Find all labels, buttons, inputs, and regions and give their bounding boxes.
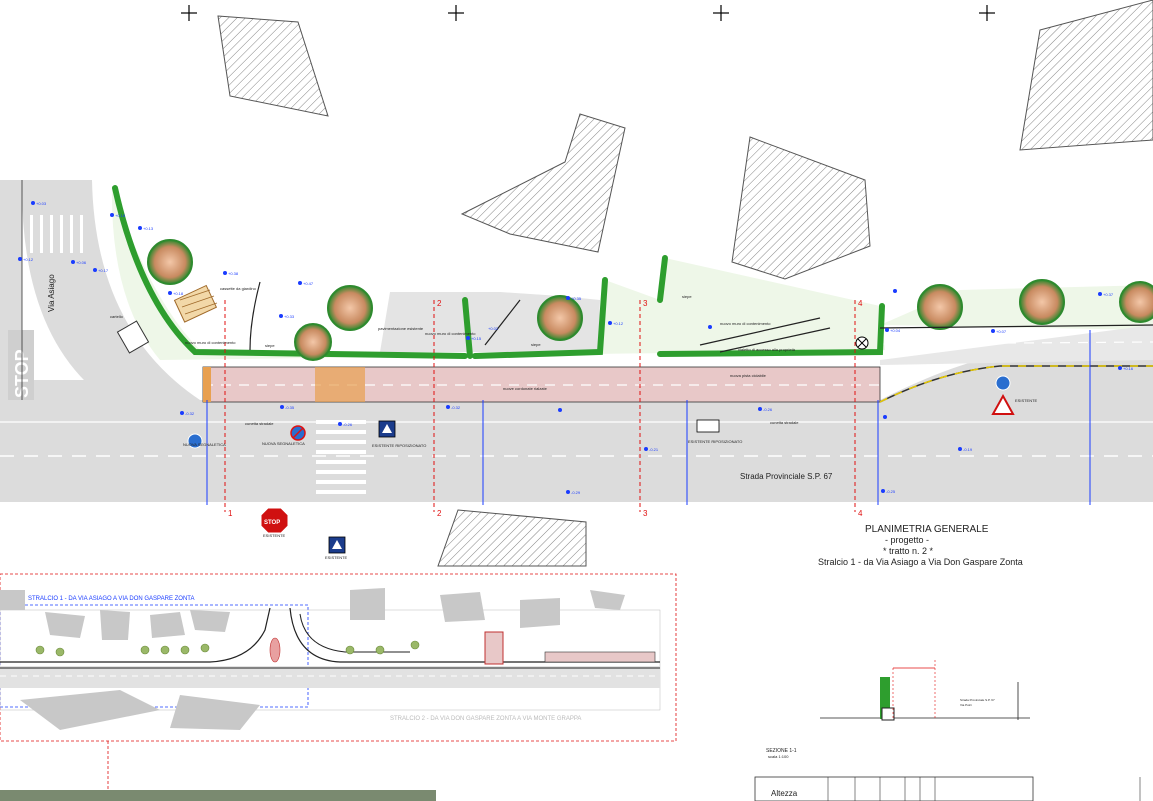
section-label-4-top: 4 (858, 299, 863, 308)
label-nuovo-muro-1: nuovo muro di contenimento (425, 331, 476, 336)
title-sub2: * tratto n. 2 * (883, 546, 934, 556)
svg-text:+0.07: +0.07 (996, 329, 1007, 334)
svg-text:+0.18: +0.18 (173, 291, 184, 296)
traffic-signs (187, 336, 1015, 554)
title-block: PLANIMETRIA GENERALE - progetto - * trat… (818, 524, 1023, 567)
label-esistente-stop: ESISTENTE (263, 533, 286, 538)
section-view-title: SEZIONE 1-1 (766, 748, 797, 754)
keyplan-stralcio2: STRALCIO 2 - DA VIA DON GASPARE ZONTA A … (390, 716, 581, 722)
label-siepe-2: siepe (531, 342, 541, 347)
label-cartello: cartello (110, 314, 124, 319)
svg-text:+0.38: +0.38 (228, 271, 239, 276)
svg-text:-0.26: -0.26 (343, 422, 353, 427)
section-view (754, 660, 1141, 801)
svg-text:-0.32: -0.32 (451, 405, 461, 410)
title-sub1: - progetto - (885, 535, 929, 545)
road-label-asiago: Via Asiago (47, 274, 56, 312)
label-nuova-pista: nuova pista ciclabile (730, 373, 767, 378)
title-sub3: Stralcio 1 - da Via Asiago a Via Don Gas… (818, 557, 1023, 567)
section-label-3: 3 (643, 509, 648, 518)
registration-marks (181, 5, 995, 21)
section-view-road: Strada Provinciale S.P. 67 (960, 698, 995, 702)
section-label-4: 4 (858, 509, 863, 518)
trees (147, 239, 1153, 361)
svg-text:+0.16: +0.16 (1123, 366, 1134, 371)
svg-text:+0.04: +0.04 (890, 328, 901, 333)
label-nuovo-muro-3: nuovo muro di contenimento (185, 340, 236, 345)
label-nuove-cordonate: nuove cordonate rialzate (503, 386, 548, 391)
label-nuova-segnaletica-2: NUOVA SEGNALETICA (262, 441, 305, 446)
section-label-2-top: 2 (437, 299, 442, 308)
hedges (112, 185, 885, 359)
svg-text:-0.21: -0.21 (649, 447, 659, 452)
keyplan-stralcio1: STRALCIO 1 - DA VIA ASIAGO A VIA DON GAS… (28, 596, 195, 602)
svg-text:+0.47: +0.47 (303, 281, 314, 286)
section-view-scale: scala 1:100 (768, 754, 789, 759)
label-vialetto: vialetto di accesso alla proprietà (738, 347, 796, 352)
svg-text:-0.19: -0.19 (963, 447, 973, 452)
label-cunetta-1: cunetta stradale (245, 421, 274, 426)
key-plan (0, 573, 677, 801)
label-nuova-segnaletica-1: NUOVA SEGNALETICA (183, 442, 226, 447)
label-esistente-right: ESISTENTE (1015, 398, 1038, 403)
svg-text:-0.25: -0.25 (886, 489, 896, 494)
svg-text:+0.17: +0.17 (98, 268, 109, 273)
spot-level-dots (18, 201, 1122, 494)
svg-text:+0.13: +0.13 (143, 226, 154, 231)
svg-text:+0.12: +0.12 (23, 257, 34, 262)
svg-text:+0.37: +0.37 (1103, 292, 1114, 297)
svg-text:+0.02: +0.02 (488, 326, 499, 331)
label-cassette: cassette da giardino (220, 286, 257, 291)
svg-text:+0.18: +0.18 (115, 213, 126, 218)
label-cunetta-2: cunetta stradale (770, 420, 799, 425)
svg-text:-0.29: -0.29 (571, 490, 581, 495)
svg-text:+0.12: +0.12 (613, 321, 624, 326)
label-siepe-3: siepe (682, 294, 692, 299)
bike-path (202, 365, 1153, 403)
section-view-via: Via Pulci (960, 703, 972, 707)
section-label-2: 2 (437, 509, 442, 518)
section-lines (21, 180, 1091, 512)
annotations: NUOVA SEGNALETICA NUOVA SEGNALETICA ESIS… (110, 286, 1038, 560)
svg-text:-0.32: -0.32 (185, 411, 195, 416)
section-view-altezza: Altezza (771, 789, 798, 798)
svg-text:+0.03: +0.03 (36, 201, 47, 206)
section-label-1: 1 (228, 509, 233, 518)
svg-text:-0.35: -0.35 (285, 405, 295, 410)
road-label-provinciale: Strada Provinciale S.P. 67 (740, 472, 833, 481)
buildings (217, 0, 1153, 567)
label-esistente-sign: ESISTENTE (325, 555, 348, 560)
sign-box (116, 320, 150, 354)
svg-text:+0.33: +0.33 (284, 314, 295, 319)
label-pavimentazione: pavimentazione esistente (378, 326, 424, 331)
walls (249, 281, 1153, 353)
svg-text:+0.06: +0.06 (76, 260, 87, 265)
spot-level-labels: +0.03 +0.06 +0.18 +0.12 +0.13 +0.17 +0.0… (23, 201, 1134, 495)
svg-text:-0.26: -0.26 (763, 407, 773, 412)
svg-text:+0.35: +0.35 (571, 296, 582, 301)
stop-sign-text: STOP (264, 520, 280, 526)
road (0, 180, 1153, 502)
label-esistente-riposizionato-1: ESISTENTE RIPOSIZIONATO (372, 443, 426, 448)
title-main: PLANIMETRIA GENERALE (865, 524, 989, 535)
label-esistente-riposizionato-2: ESISTENTE RIPOSIZIONATO (688, 439, 742, 444)
garden-box (173, 284, 218, 323)
label-nuovo-muro-2: nuovo muro di contenimento (720, 321, 771, 326)
svg-text:+0.15: +0.15 (471, 336, 482, 341)
label-siepe-1: siepe (265, 343, 275, 348)
section-label-3-top: 3 (643, 299, 648, 308)
